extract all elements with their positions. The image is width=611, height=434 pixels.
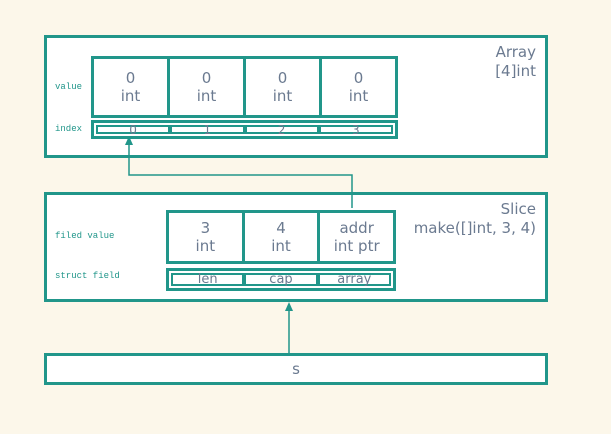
- cell-value: 3: [200, 219, 211, 237]
- cell-value: 0: [125, 69, 136, 87]
- slice-field-cell-len: 3 int: [169, 213, 242, 261]
- slice-title-line2: make([]int, 3, 4): [413, 219, 536, 237]
- cell-type: int: [196, 87, 217, 105]
- slice-title-line1: Slice: [500, 200, 536, 218]
- cell-type: int ptr: [333, 237, 380, 255]
- struct-field-row-label: struct field: [55, 271, 120, 281]
- array-index-row: 0 1 2 3: [91, 120, 398, 139]
- array-value-row: 0 int 0 int 0 int 0 int: [91, 56, 398, 118]
- array-index-cell-3: 3: [318, 123, 393, 137]
- slice-field-cell-array: addr int ptr: [317, 213, 394, 261]
- cell-value: 0: [353, 69, 364, 87]
- array-box: Array [4]int value index 0 int 0 int 0 i…: [44, 35, 548, 158]
- cell-value: 0: [277, 69, 288, 87]
- slice-field-cell-cap: 4 int: [241, 213, 318, 261]
- array-title-line1: Array: [495, 43, 536, 61]
- struct-field-cell-cap: cap: [244, 272, 318, 287]
- cell-type: int: [272, 87, 293, 105]
- slice-box-title: Slice make([]int, 3, 4): [414, 200, 536, 238]
- slice-field-value-row: 3 int 4 int addr int ptr: [166, 210, 396, 264]
- cell-value: 4: [276, 219, 286, 237]
- cell-type: int: [348, 87, 369, 105]
- cell-value: 0: [201, 69, 212, 87]
- array-index-cell-0: 0: [96, 123, 171, 137]
- struct-field-cell-array: array: [317, 272, 391, 287]
- s-variable-label: s: [292, 360, 300, 378]
- array-index-cell-1: 1: [170, 123, 245, 137]
- array-title-line2: [4]int: [495, 62, 536, 80]
- array-value-cell-1: 0 int: [167, 59, 243, 115]
- arrow-s-to-slice-head-icon: [285, 302, 293, 311]
- cell-type: int: [195, 237, 216, 255]
- value-row-label: value: [55, 82, 83, 92]
- s-variable-box: s: [44, 353, 548, 385]
- array-value-cell-3: 0 int: [319, 59, 395, 115]
- slice-box: Slice make([]int, 3, 4) filed value stru…: [44, 192, 548, 302]
- array-value-cell-2: 0 int: [243, 59, 319, 115]
- array-box-title: Array [4]int: [495, 43, 536, 81]
- index-row-label: index: [55, 124, 83, 134]
- cell-value: addr: [339, 219, 374, 237]
- cell-type: int: [120, 87, 141, 105]
- array-value-cell-0: 0 int: [94, 59, 167, 115]
- slice-struct-field-row: len cap array: [166, 268, 396, 291]
- struct-field-cell-len: len: [171, 272, 245, 287]
- cell-type: int: [271, 237, 291, 255]
- field-value-row-label: filed value: [55, 231, 115, 241]
- array-index-cell-2: 2: [244, 123, 319, 137]
